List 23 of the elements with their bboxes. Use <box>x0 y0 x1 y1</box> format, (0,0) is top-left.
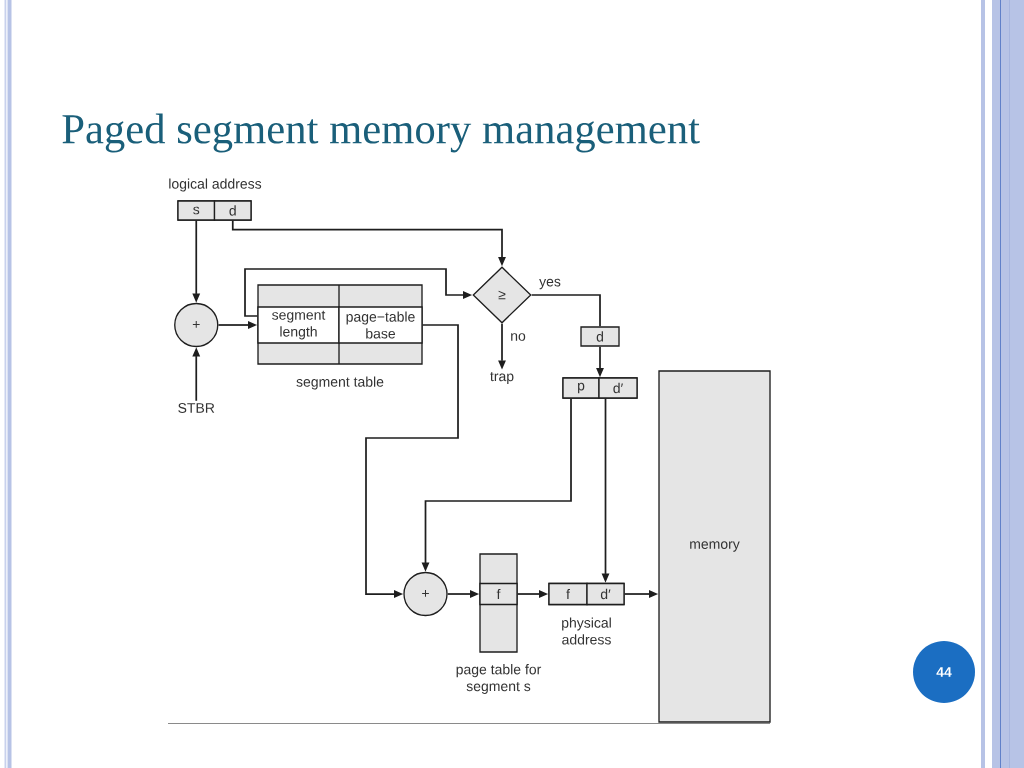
table-cell: page−table base <box>338 306 423 344</box>
register-field: d′ <box>598 377 638 399</box>
edge-label: no <box>508 331 528 343</box>
register-field: f <box>548 582 588 606</box>
register-caption: logical address <box>169 178 262 192</box>
register-field: s <box>177 200 216 221</box>
edge-label: yes <box>537 277 563 291</box>
connector-line <box>530 294 601 328</box>
offset-field: d <box>580 326 620 347</box>
table-cell: segment length <box>257 306 340 344</box>
trap-label: trap <box>490 372 514 384</box>
register-field: d′ <box>586 582 625 606</box>
table-caption: page table for segment s <box>456 664 542 694</box>
register-name: STBR <box>178 403 215 413</box>
register-field: d <box>213 200 252 221</box>
register-caption: physical address <box>562 617 611 645</box>
table-caption: segment table <box>296 376 384 390</box>
page-number: 44 <box>913 641 975 703</box>
slide-title: Paged segment memory management <box>62 113 700 153</box>
register-field: p <box>562 377 600 399</box>
table-entry: f <box>479 582 518 606</box>
memory-block: memory <box>658 370 771 723</box>
arrow <box>365 324 459 598</box>
